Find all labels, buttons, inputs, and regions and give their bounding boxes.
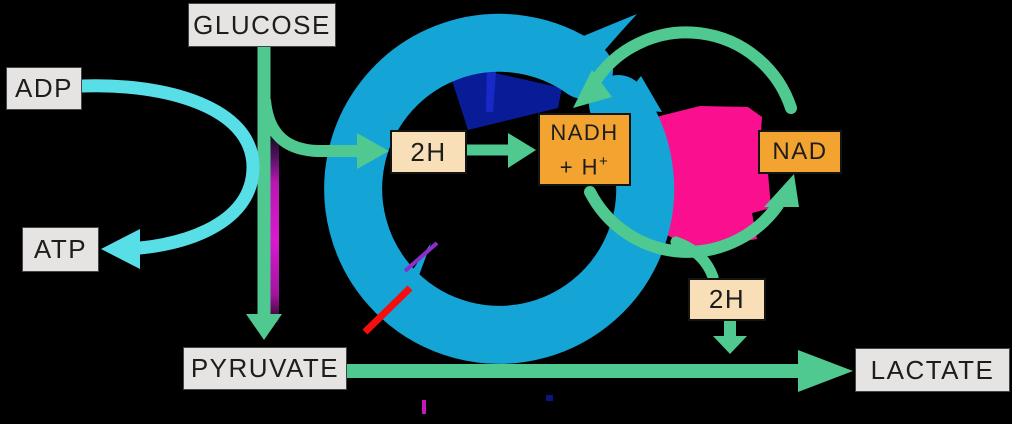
2h-to-nadh-arrowhead bbox=[508, 133, 536, 168]
pink-artifact-blob bbox=[644, 106, 782, 247]
nadh-superscript: + bbox=[599, 152, 610, 170]
nad-label-text: NAD bbox=[772, 138, 828, 165]
2h-glycolysis-label-text: 2H bbox=[410, 136, 447, 167]
nad-label: NAD bbox=[758, 130, 842, 174]
nadh-to-nad-cycle-arc bbox=[584, 186, 784, 258]
purple-artifact-sliver bbox=[403, 241, 439, 273]
2h-glycolysis-label: 2H bbox=[390, 130, 467, 174]
atp-label: ATP bbox=[22, 227, 99, 272]
atp-arrowhead bbox=[101, 229, 140, 269]
adp-label-text: ADP bbox=[15, 73, 73, 103]
adp-label: ADP bbox=[6, 67, 82, 110]
glucose-label: GLUCOSE bbox=[188, 3, 336, 47]
lactate-label: LACTATE bbox=[855, 348, 1010, 392]
cycle-to-2h-stem bbox=[670, 236, 719, 283]
glucose-to-2h-branch-arrow bbox=[259, 99, 357, 157]
magenta-artifact-tick bbox=[422, 400, 426, 414]
nadh-line1: NADH bbox=[550, 119, 619, 145]
lactate-arrowhead bbox=[798, 350, 853, 392]
navy-artifact-dot bbox=[546, 395, 553, 401]
atp-label-text: ATP bbox=[33, 234, 88, 264]
nadh-label-text: NADH + H+ bbox=[550, 118, 618, 181]
nad-arrowhead bbox=[764, 174, 799, 207]
2h-down-arrowhead bbox=[713, 336, 747, 354]
glycolysis-cycle-arrow-start-wedge bbox=[616, 76, 662, 112]
glucose-label-text: GLUCOSE bbox=[193, 9, 331, 40]
2h-reoxidation-label: 2H bbox=[688, 278, 766, 321]
pyruvate-label: PYRUVATE bbox=[183, 347, 347, 390]
navy-artifact-wedge bbox=[446, 62, 562, 130]
red-artifact-sliver bbox=[362, 285, 413, 335]
adp-to-atp-arrow bbox=[75, 79, 260, 256]
nadh-arrowhead bbox=[573, 70, 612, 108]
nad-to-nadh-cycle-arc bbox=[588, 26, 797, 114]
nadh-line2: + H+ bbox=[559, 152, 610, 180]
lactate-label-text: LACTATE bbox=[870, 354, 995, 385]
nadh-label: NADH + H+ bbox=[538, 113, 631, 186]
glycolysis-cycle-arrow-tip bbox=[545, 14, 637, 94]
2h-arrowhead bbox=[357, 133, 389, 169]
2h-reoxidation-label-text: 2H bbox=[708, 284, 746, 314]
pyruvate-arrowhead bbox=[246, 314, 282, 340]
pyruvate-label-text: PYRUVATE bbox=[190, 353, 340, 383]
